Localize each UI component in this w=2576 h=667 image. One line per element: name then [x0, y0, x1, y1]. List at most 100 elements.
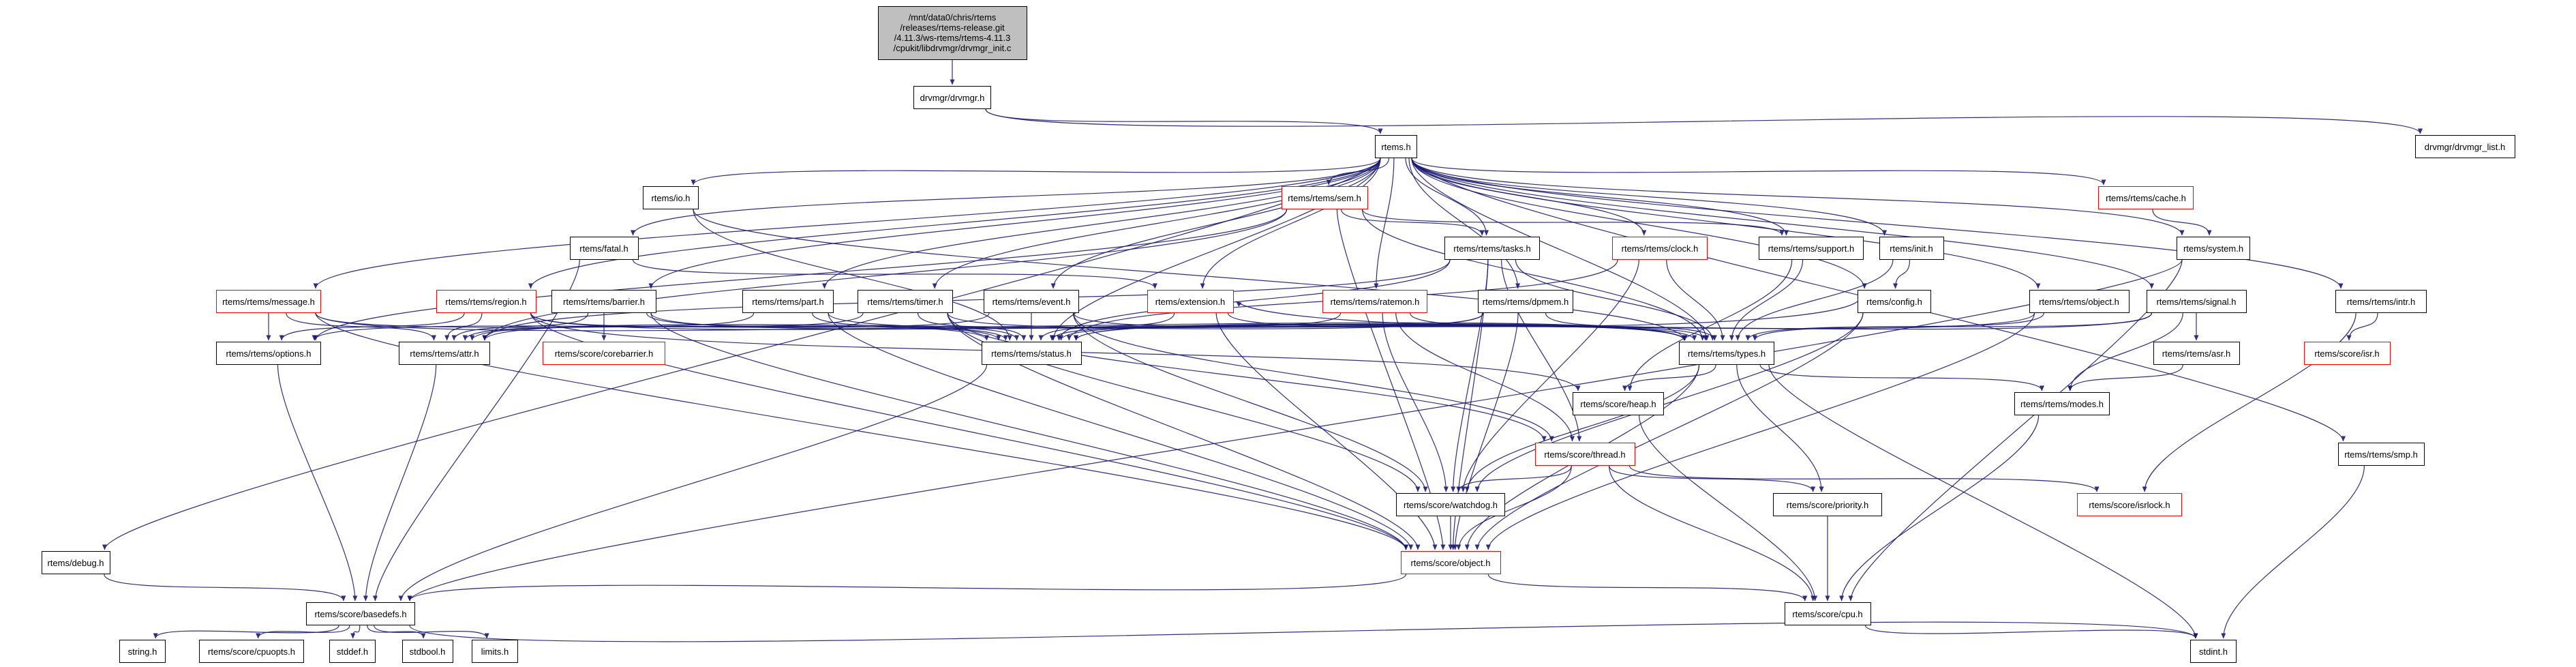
edge-tasks-attr — [482, 259, 1451, 341]
edge-rtems-barrier — [648, 158, 1381, 289]
node-smp[interactable]: rtems/rtems/smp.h — [2337, 443, 2425, 466]
edge-heap-cpu — [1639, 415, 1818, 602]
node-fatal[interactable]: rtems/fatal.h — [569, 237, 639, 260]
node-ratemon[interactable]: rtems/rtems/ratemon.h — [1322, 290, 1427, 313]
node-sobject[interactable]: rtems/score/object.h — [1400, 551, 1501, 574]
edge-cpu-stdint — [1864, 625, 2198, 639]
node-io[interactable]: rtems/io.h — [643, 186, 699, 209]
edge-rtems-dpmem — [1408, 158, 1521, 289]
edge-rtems-message — [313, 158, 1381, 289]
edge-rtems-tasks — [1405, 158, 1489, 236]
node-attr[interactable]: rtems/rtems/attr.h — [399, 342, 490, 365]
node-types[interactable]: rtems/rtems/types.h — [1679, 342, 1774, 365]
node-tasks[interactable]: rtems/rtems/tasks.h — [1444, 237, 1540, 260]
edge-sobject-cpu — [1487, 574, 1808, 602]
node-barrier[interactable]: rtems/rtems/barrier.h — [551, 290, 656, 313]
node-stddef[interactable]: stddef.h — [329, 640, 376, 663]
edge-thread-watchdog — [1456, 465, 1572, 492]
edge-barrier-attr — [451, 312, 589, 341]
edge-sem-sobject — [1336, 209, 1446, 550]
edge-rtems-part — [821, 158, 1381, 289]
edge-barrier-sobject — [650, 312, 1408, 550]
edge-intr-isrlock — [2142, 312, 2357, 492]
edge-types-heap — [1622, 364, 1716, 391]
edge-basedefs-cpuopts — [256, 625, 350, 639]
node-options[interactable]: rtems/rtems/options.h — [216, 342, 321, 365]
node-watchdog[interactable]: rtems/score/watchdog.h — [1396, 493, 1505, 516]
edge-attr-basedefs — [363, 364, 437, 602]
node-corebarrier[interactable]: rtems/score/corebarrier.h — [543, 342, 665, 365]
edge-io-types — [693, 209, 1687, 341]
node-extension[interactable]: rtems/extension.h — [1147, 290, 1234, 313]
node-system[interactable]: rtems/system.h — [2177, 237, 2250, 260]
edge-dpmem-status — [1059, 312, 1484, 341]
node-heap[interactable]: rtems/score/heap.h — [1573, 392, 1664, 415]
node-message[interactable]: rtems/rtems/message.h — [216, 290, 321, 313]
node-cpu[interactable]: rtems/score/cpu.h — [1784, 602, 1871, 625]
edge-drvmgr-list — [985, 108, 2423, 134]
node-timer[interactable]: rtems/rtems/timer.h — [858, 290, 953, 313]
node-sem[interactable]: rtems/rtems/sem.h — [1281, 186, 1368, 209]
node-part[interactable]: rtems/rtems/part.h — [742, 290, 834, 313]
edge-sem-tasks — [1341, 209, 1485, 236]
edge-basedefs-stdint — [409, 621, 2198, 642]
node-support[interactable]: rtems/rtems/support.h — [1759, 237, 1864, 260]
node-debug[interactable]: rtems/debug.h — [41, 551, 110, 574]
node-event[interactable]: rtems/rtems/event.h — [984, 290, 1079, 313]
edge-types-watchdog — [1464, 364, 1700, 492]
node-list[interactable]: drvmgr/drvmgr_list.h — [2414, 135, 2515, 158]
edge-basedefs-stdbool — [367, 625, 426, 639]
edge-rtems-event — [1050, 158, 1381, 289]
edge-rtems-signal — [1411, 158, 2154, 289]
node-init[interactable]: rtems/init.h — [1879, 237, 1944, 260]
edge-timer-sobject — [947, 312, 1421, 550]
node-robject[interactable]: rtems/rtems/object.h — [2029, 290, 2130, 313]
edge-basedefs-stddef — [350, 625, 361, 639]
edge-rtems-timer — [932, 158, 1381, 289]
node-intr[interactable]: rtems/rtems/intr.h — [2335, 290, 2427, 313]
node-isrlock[interactable]: rtems/score/isrlock.h — [2077, 493, 2182, 516]
edge-thread-isrlock — [1628, 465, 2100, 492]
node-modes[interactable]: rtems/rtems/modes.h — [2014, 392, 2110, 415]
edge-support-heap — [1627, 259, 1793, 391]
node-region[interactable]: rtems/rtems/region.h — [436, 290, 536, 313]
node-priority[interactable]: rtems/score/priority.h — [1773, 493, 1882, 516]
edge-asr-modes — [2067, 364, 2183, 391]
node-clock[interactable]: rtems/rtems/clock.h — [1612, 237, 1708, 260]
edge-event-options — [312, 312, 990, 341]
node-config[interactable]: rtems/config.h — [1858, 290, 1931, 313]
node-drvmgr[interactable]: drvmgr/drvmgr.h — [913, 86, 991, 109]
edge-sem-support — [1361, 209, 1785, 236]
edge-rtems-status — [1050, 158, 1381, 341]
node-rtems[interactable]: rtems.h — [1375, 135, 1417, 158]
edge-timer-thread — [947, 312, 1547, 442]
edge-types-stdint — [1768, 364, 2198, 639]
node-limits[interactable]: limits.h — [472, 640, 518, 663]
edge-thread-priority — [1609, 465, 1816, 492]
node-thread[interactable]: rtems/score/thread.h — [1534, 443, 1635, 466]
node-status[interactable]: rtems/rtems/status.h — [981, 342, 1082, 365]
node-cpuopts[interactable]: rtems/score/cpuopts.h — [199, 640, 304, 663]
node-isr[interactable]: rtems/score/isr.h — [2303, 342, 2391, 365]
node-string[interactable]: string.h — [119, 640, 166, 663]
edge-rtems-extension — [1200, 158, 1381, 289]
edge-rtems-io — [691, 158, 1381, 186]
edge-rtems-system — [1411, 158, 2185, 236]
node-signal[interactable]: rtems/rtems/signal.h — [2146, 290, 2247, 313]
node-stdint[interactable]: stdint.h — [2190, 640, 2237, 663]
edge-part-status — [812, 312, 1020, 341]
node-asr[interactable]: rtems/rtems/asr.h — [2153, 342, 2240, 365]
edge-rtems-ratemon — [1374, 158, 1395, 289]
node-basedefs[interactable]: rtems/score/basedefs.h — [306, 602, 415, 625]
node-dpmem[interactable]: rtems/rtems/dpmem.h — [1478, 290, 1573, 313]
node-cache[interactable]: rtems/rtems/cache.h — [2098, 186, 2194, 209]
node-stdbool[interactable]: stdbool.h — [401, 640, 453, 663]
edge-sem-options — [313, 209, 1288, 341]
edge-init-config — [1892, 259, 1911, 289]
edge-barrier-status — [646, 312, 1008, 341]
edge-cache-system — [2152, 209, 2212, 236]
edge-io-status — [693, 209, 1012, 341]
edge-signal-modes — [2067, 312, 2183, 391]
edge-thread-sobject — [1456, 465, 1572, 550]
